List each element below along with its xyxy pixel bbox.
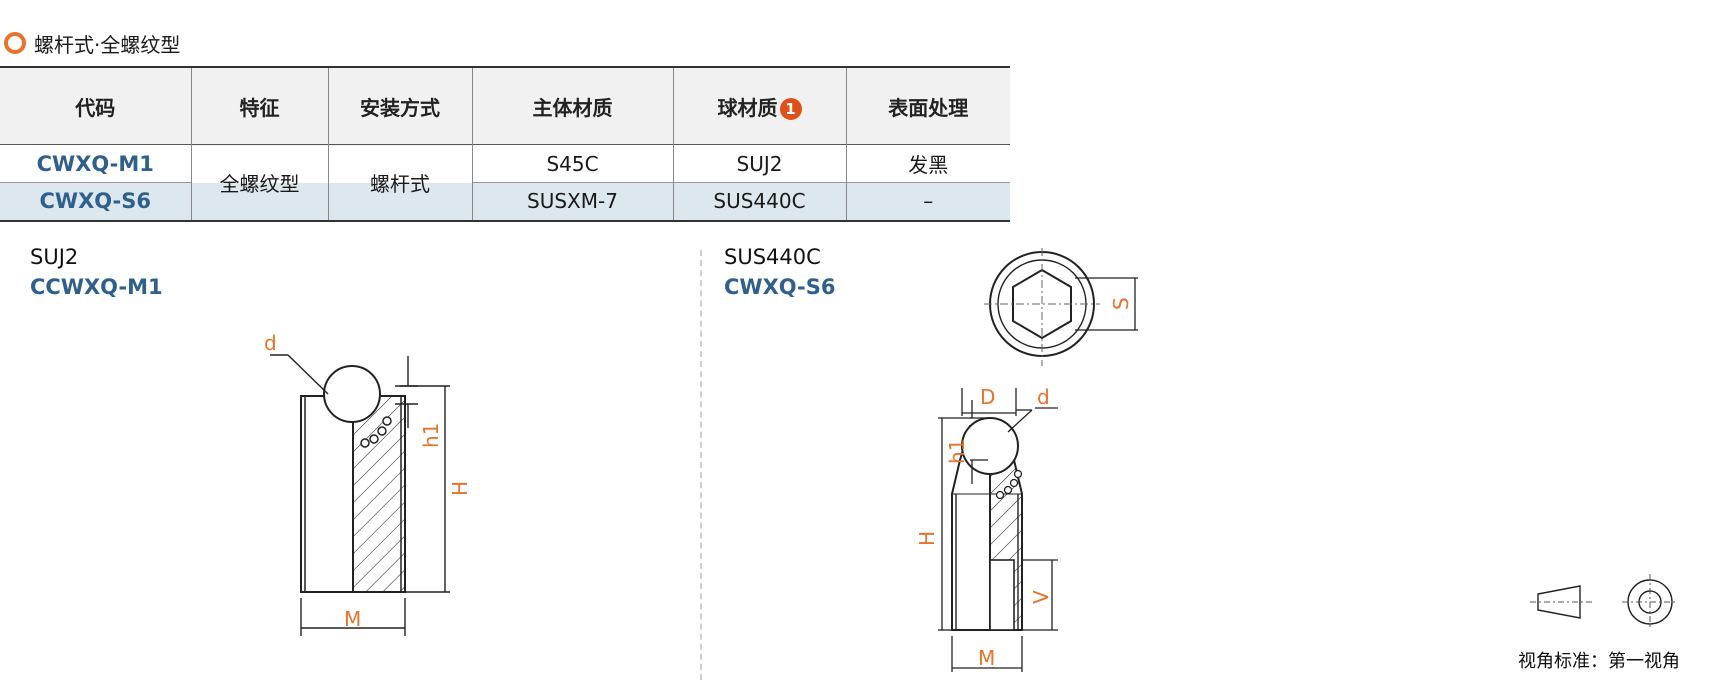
- section-title-text: 螺杆式·全螺纹型: [34, 32, 181, 57]
- row-surface: –: [845, 182, 1010, 221]
- row-surface: 发黑: [845, 144, 1010, 183]
- row-ball-material: SUJ2: [672, 144, 846, 183]
- dim-d-label: d: [1037, 385, 1050, 409]
- dim-M-label: M: [344, 607, 361, 631]
- row-body-material: SUSXM-7: [471, 182, 673, 221]
- header-feature: 特征: [190, 67, 328, 145]
- right-top-view: S: [984, 248, 1138, 366]
- right-drawing: D d h1 H V M: [915, 385, 1058, 672]
- left-material-label: SUJ2: [30, 245, 79, 269]
- row-install: 螺杆式: [327, 144, 472, 221]
- circle-bullet-icon: [4, 32, 26, 54]
- note-badge: 1: [779, 98, 802, 120]
- right-dimension-lines: [938, 388, 1058, 672]
- header-install: 安装方式: [327, 67, 472, 145]
- row-ball-material: SUS440C: [672, 182, 846, 221]
- dim-H-label: H: [915, 531, 939, 546]
- row-feature: 全螺纹型: [190, 144, 328, 221]
- header-surface: 表面处理: [845, 67, 1010, 145]
- left-body-shape: [300, 365, 406, 593]
- dim-V-label: V: [1029, 590, 1053, 604]
- table-row: CWXQ-M1 全螺纹型 螺杆式 S45C SUJ2 发黑: [0, 144, 1010, 221]
- row-code: CWXQ-M1: [36, 151, 154, 176]
- left-code-label: CCWXQ-M1: [30, 275, 163, 299]
- divider-line: [700, 250, 702, 680]
- left-dimension-lines: [270, 354, 450, 636]
- header-body-material: 主体材质: [471, 67, 673, 145]
- header-ball-material-label: 球材质: [717, 95, 778, 120]
- table-row: CWXQ-S6 SUSXM-7 SUS440C –: [0, 182, 1010, 221]
- projection-standard-text: 视角标准：第一视角: [1518, 651, 1680, 672]
- left-drawing: d h1 H M: [264, 331, 472, 636]
- section-title: 螺杆式·全螺纹型: [0, 28, 180, 58]
- dim-M-label: M: [978, 646, 995, 670]
- right-code-label: CWXQ-S6: [724, 275, 836, 299]
- first-angle-projection-icon: [1530, 574, 1678, 630]
- dim-d-label: d: [264, 331, 277, 355]
- row-code: CWXQ-S6: [39, 189, 151, 214]
- dim-h1-label: h1: [945, 439, 969, 464]
- dim-H-label: H: [448, 481, 472, 496]
- header-code: 代码: [0, 67, 191, 145]
- row-body-material: S45C: [471, 144, 673, 183]
- dim-h1-label: h1: [419, 423, 443, 448]
- dim-S-label: S: [1109, 297, 1133, 310]
- dim-D-label: D: [980, 385, 995, 409]
- right-material-label: SUS440C: [724, 245, 821, 269]
